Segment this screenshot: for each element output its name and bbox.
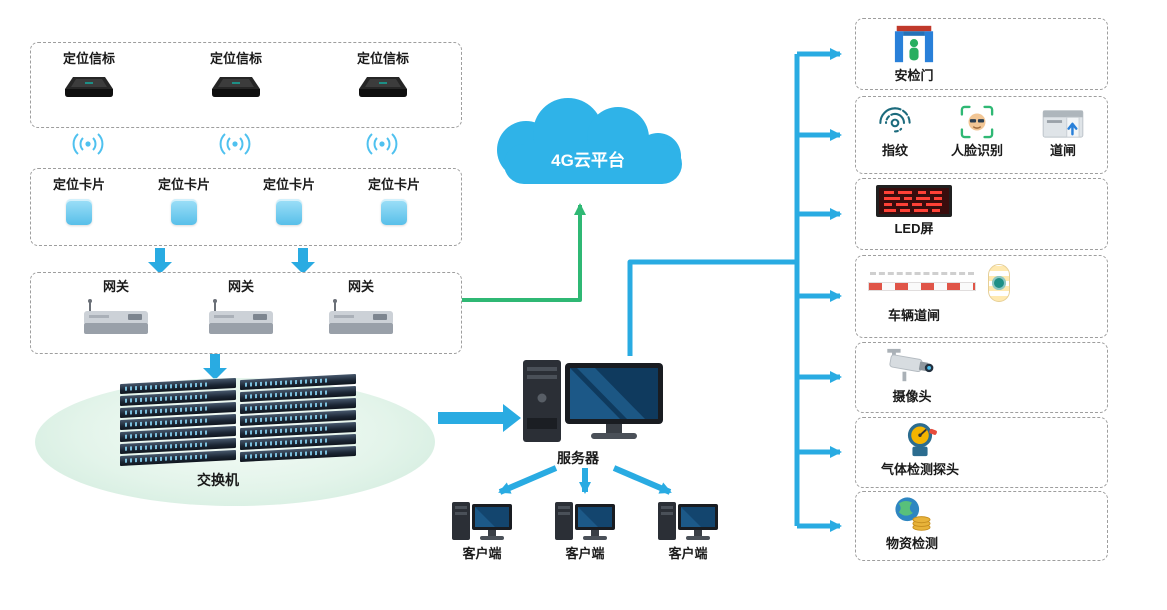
client-computer-icon — [555, 502, 615, 540]
face-recognition-icon — [960, 105, 994, 139]
card-label: 定位卡片 — [262, 177, 315, 192]
cloud-icon — [497, 98, 682, 184]
switch-stack — [240, 373, 356, 464]
location-card-icon — [171, 198, 197, 225]
device-label: 车辆道闸 — [887, 308, 940, 323]
beacon-group-box: 定位信标 定位信标 定位信标 — [30, 42, 462, 128]
gateway-node: 网关 — [66, 279, 166, 338]
location-card-icon — [276, 198, 302, 225]
server-icon — [523, 360, 663, 442]
barrier-post-icon — [988, 264, 1010, 302]
peripheral-box-gas-detector: 气体检测探头 — [855, 417, 1108, 488]
gateway-icon — [84, 298, 148, 334]
client-computer-icon — [658, 502, 718, 540]
led-screen-icon — [876, 185, 952, 217]
device-label: 气体检测探头 — [880, 462, 959, 477]
beacon-node: 定位信标 — [338, 51, 428, 99]
wifi-signal-icon — [72, 133, 104, 155]
beacon-node: 定位信标 — [191, 51, 281, 99]
peripheral-box-security-gate: 安检门 — [855, 18, 1108, 90]
wifi-signal-icon — [366, 133, 398, 155]
location-card-icon — [381, 198, 407, 225]
gateway-node: 网关 — [191, 279, 291, 338]
server-to-client-arrow — [498, 465, 558, 495]
peripheral-box-material-detection: 物资检测 — [855, 491, 1108, 561]
security-gate-icon — [894, 25, 934, 63]
beacon-icon — [212, 76, 260, 97]
cloud-label: 4G云平台 — [551, 151, 625, 170]
barrier-emblem-icon — [992, 276, 1006, 290]
card-node: 定位卡片 — [39, 177, 119, 225]
peripheral-box-led-screen: LED屏 — [855, 178, 1108, 250]
camera-icon — [887, 348, 934, 382]
client-label: 客户端 — [668, 546, 708, 561]
card-label: 定位卡片 — [367, 177, 420, 192]
device-item: 气体检测探头 — [866, 422, 974, 478]
device-item: LED屏 — [872, 185, 956, 237]
device-label: 安检门 — [894, 68, 934, 83]
switch-to-server-arrow — [438, 404, 521, 432]
card-node: 定位卡片 — [354, 177, 434, 225]
gateway-label: 网关 — [227, 279, 254, 294]
device-item: 指纹 — [864, 105, 926, 159]
server-to-client-arrow — [612, 465, 672, 495]
gas-detector-icon — [907, 423, 937, 457]
device-item: 摄像头 — [872, 347, 952, 405]
card-node: 定位卡片 — [144, 177, 224, 225]
beacon-icon — [65, 76, 113, 97]
gateway-icon — [329, 298, 393, 334]
wifi-signal-icon — [219, 133, 251, 155]
device-item: 人脸识别 — [934, 105, 1020, 159]
card-to-gateway-arrow — [148, 248, 172, 274]
material-detection-icon — [895, 497, 931, 531]
device-label: LED屏 — [894, 221, 934, 236]
gateway-icon — [209, 298, 273, 334]
device-label: 道闸 — [1049, 143, 1076, 158]
gateway-to-cloud-connector — [462, 203, 586, 302]
device-label: 指纹 — [881, 143, 908, 158]
card-group-box: 定位卡片 定位卡片 定位卡片 定位卡片 — [30, 168, 462, 246]
device-label: 摄像头 — [892, 389, 932, 404]
device-item: 安检门 — [874, 24, 954, 84]
gateway-node: 网关 — [311, 279, 411, 338]
device-label: 物资检测 — [885, 536, 938, 551]
peripheral-box-access-control: 指纹 人脸识别 — [855, 96, 1108, 174]
client-computer-icon — [452, 502, 512, 540]
client-label: 客户端 — [565, 546, 605, 561]
gateway-label: 网关 — [102, 279, 129, 294]
card-to-gateway-arrow — [291, 248, 315, 274]
fingerprint-icon — [879, 107, 911, 133]
server-to-bus-connector — [627, 259, 797, 356]
switch-stack — [120, 377, 236, 468]
turnstile-icon — [1042, 110, 1084, 138]
location-card-icon — [66, 198, 92, 225]
road-dash-line — [870, 272, 974, 275]
peripheral-box-camera: 摄像头 — [855, 342, 1108, 413]
gateway-to-switch-arrow — [203, 354, 227, 380]
beacon-node: 定位信标 — [44, 51, 134, 99]
beacon-label: 定位信标 — [209, 51, 262, 66]
vehicle-barrier-icon — [868, 282, 976, 291]
gateway-label: 网关 — [347, 279, 374, 294]
switch-label: 交换机 — [197, 472, 239, 488]
device-label: 人脸识别 — [950, 143, 1003, 158]
beacon-icon — [359, 76, 407, 97]
card-label: 定位卡片 — [157, 177, 210, 192]
device-item: 道闸 — [1026, 105, 1100, 159]
card-label: 定位卡片 — [52, 177, 105, 192]
server-label: 服务器 — [557, 450, 599, 466]
card-node: 定位卡片 — [249, 177, 329, 225]
client-label: 客户端 — [462, 546, 502, 561]
beacon-label: 定位信标 — [356, 51, 409, 66]
gateway-group-box: 网关 网关 网关 — [30, 272, 462, 354]
beacon-label: 定位信标 — [62, 51, 115, 66]
peripheral-box-vehicle-barrier: 车辆道闸 — [855, 255, 1108, 338]
device-item: 物资检测 — [868, 496, 956, 552]
